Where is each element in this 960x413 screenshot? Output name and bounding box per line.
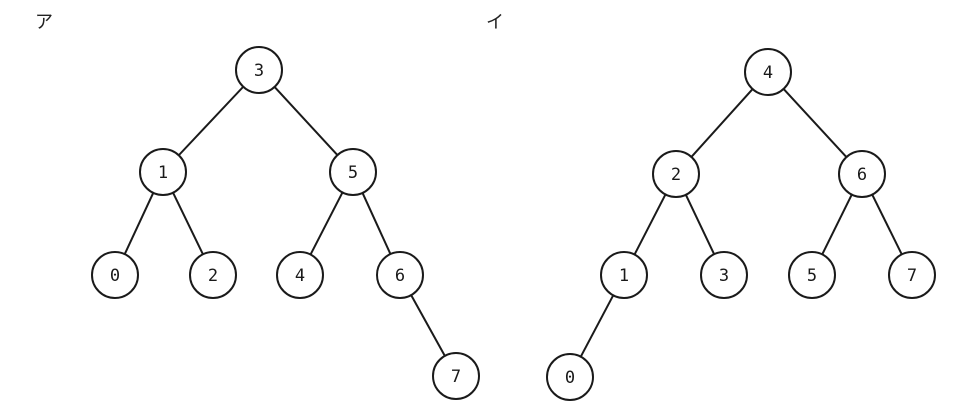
node-value: 0	[110, 266, 120, 286]
tree-edge	[579, 294, 615, 358]
node-circle	[600, 251, 648, 299]
node-value: 7	[451, 367, 461, 387]
node-circle	[888, 251, 936, 299]
node-circle	[276, 251, 324, 299]
node-circle	[838, 150, 886, 198]
tree-node: 6	[376, 251, 424, 299]
tree-edge	[309, 191, 344, 256]
tree-node: 4	[276, 251, 324, 299]
node-circle	[652, 150, 700, 198]
node-value: 7	[907, 266, 917, 286]
node-value: 1	[158, 163, 168, 183]
node-value: 3	[254, 61, 264, 81]
node-value: 2	[671, 165, 681, 185]
tree-label-i: イ	[486, 12, 504, 33]
tree-label-a: ア	[35, 12, 53, 33]
node-circle	[235, 46, 283, 94]
node-circle	[329, 148, 377, 196]
tree-node: 1	[139, 148, 187, 196]
node-circle	[546, 353, 594, 401]
node-value: 6	[857, 165, 867, 185]
tree-node: 0	[91, 251, 139, 299]
node-circle	[744, 48, 792, 96]
node-value: 6	[395, 266, 405, 286]
tree-node: 7	[432, 352, 480, 400]
node-circle	[376, 251, 424, 299]
tree-edge	[821, 194, 853, 255]
node-value: 4	[763, 63, 773, 83]
tree-node: 6	[838, 150, 886, 198]
tree-edge	[782, 88, 848, 158]
tree-edge	[690, 88, 754, 158]
node-circle	[91, 251, 139, 299]
node-value: 3	[719, 266, 729, 286]
node-circle	[788, 251, 836, 299]
tree-edge	[633, 193, 667, 256]
tree-node: 5	[329, 148, 377, 196]
tree-node: 1	[600, 251, 648, 299]
node-value: 5	[807, 266, 817, 286]
tree-a: 3 1 5 0 2 4 6 7	[91, 46, 480, 400]
tree-node: 2	[189, 251, 237, 299]
node-value: 0	[565, 368, 575, 388]
tree-node: 0	[546, 353, 594, 401]
tree-edge	[871, 194, 903, 255]
tree-node: 2	[652, 150, 700, 198]
tree-i: 4 2 6 1 3 5 7 0	[546, 48, 936, 401]
tree-node: 7	[888, 251, 936, 299]
node-value: 2	[208, 266, 218, 286]
tree-edge	[123, 192, 155, 255]
tree-edge	[172, 192, 204, 255]
tree-edge	[178, 86, 244, 156]
node-circle	[189, 251, 237, 299]
node-circle	[700, 251, 748, 299]
node-circle	[139, 148, 187, 196]
tree-edge	[410, 294, 446, 357]
node-circle	[432, 352, 480, 400]
tree-node: 3	[700, 251, 748, 299]
node-value: 5	[348, 163, 358, 183]
node-value: 1	[619, 266, 629, 286]
tree-edge	[361, 192, 392, 255]
tree-node: 3	[235, 46, 283, 94]
node-value: 4	[295, 266, 305, 286]
tree-node: 4	[744, 48, 792, 96]
tree-edge	[684, 194, 716, 255]
tree-edge	[273, 86, 339, 156]
tree-node: 5	[788, 251, 836, 299]
